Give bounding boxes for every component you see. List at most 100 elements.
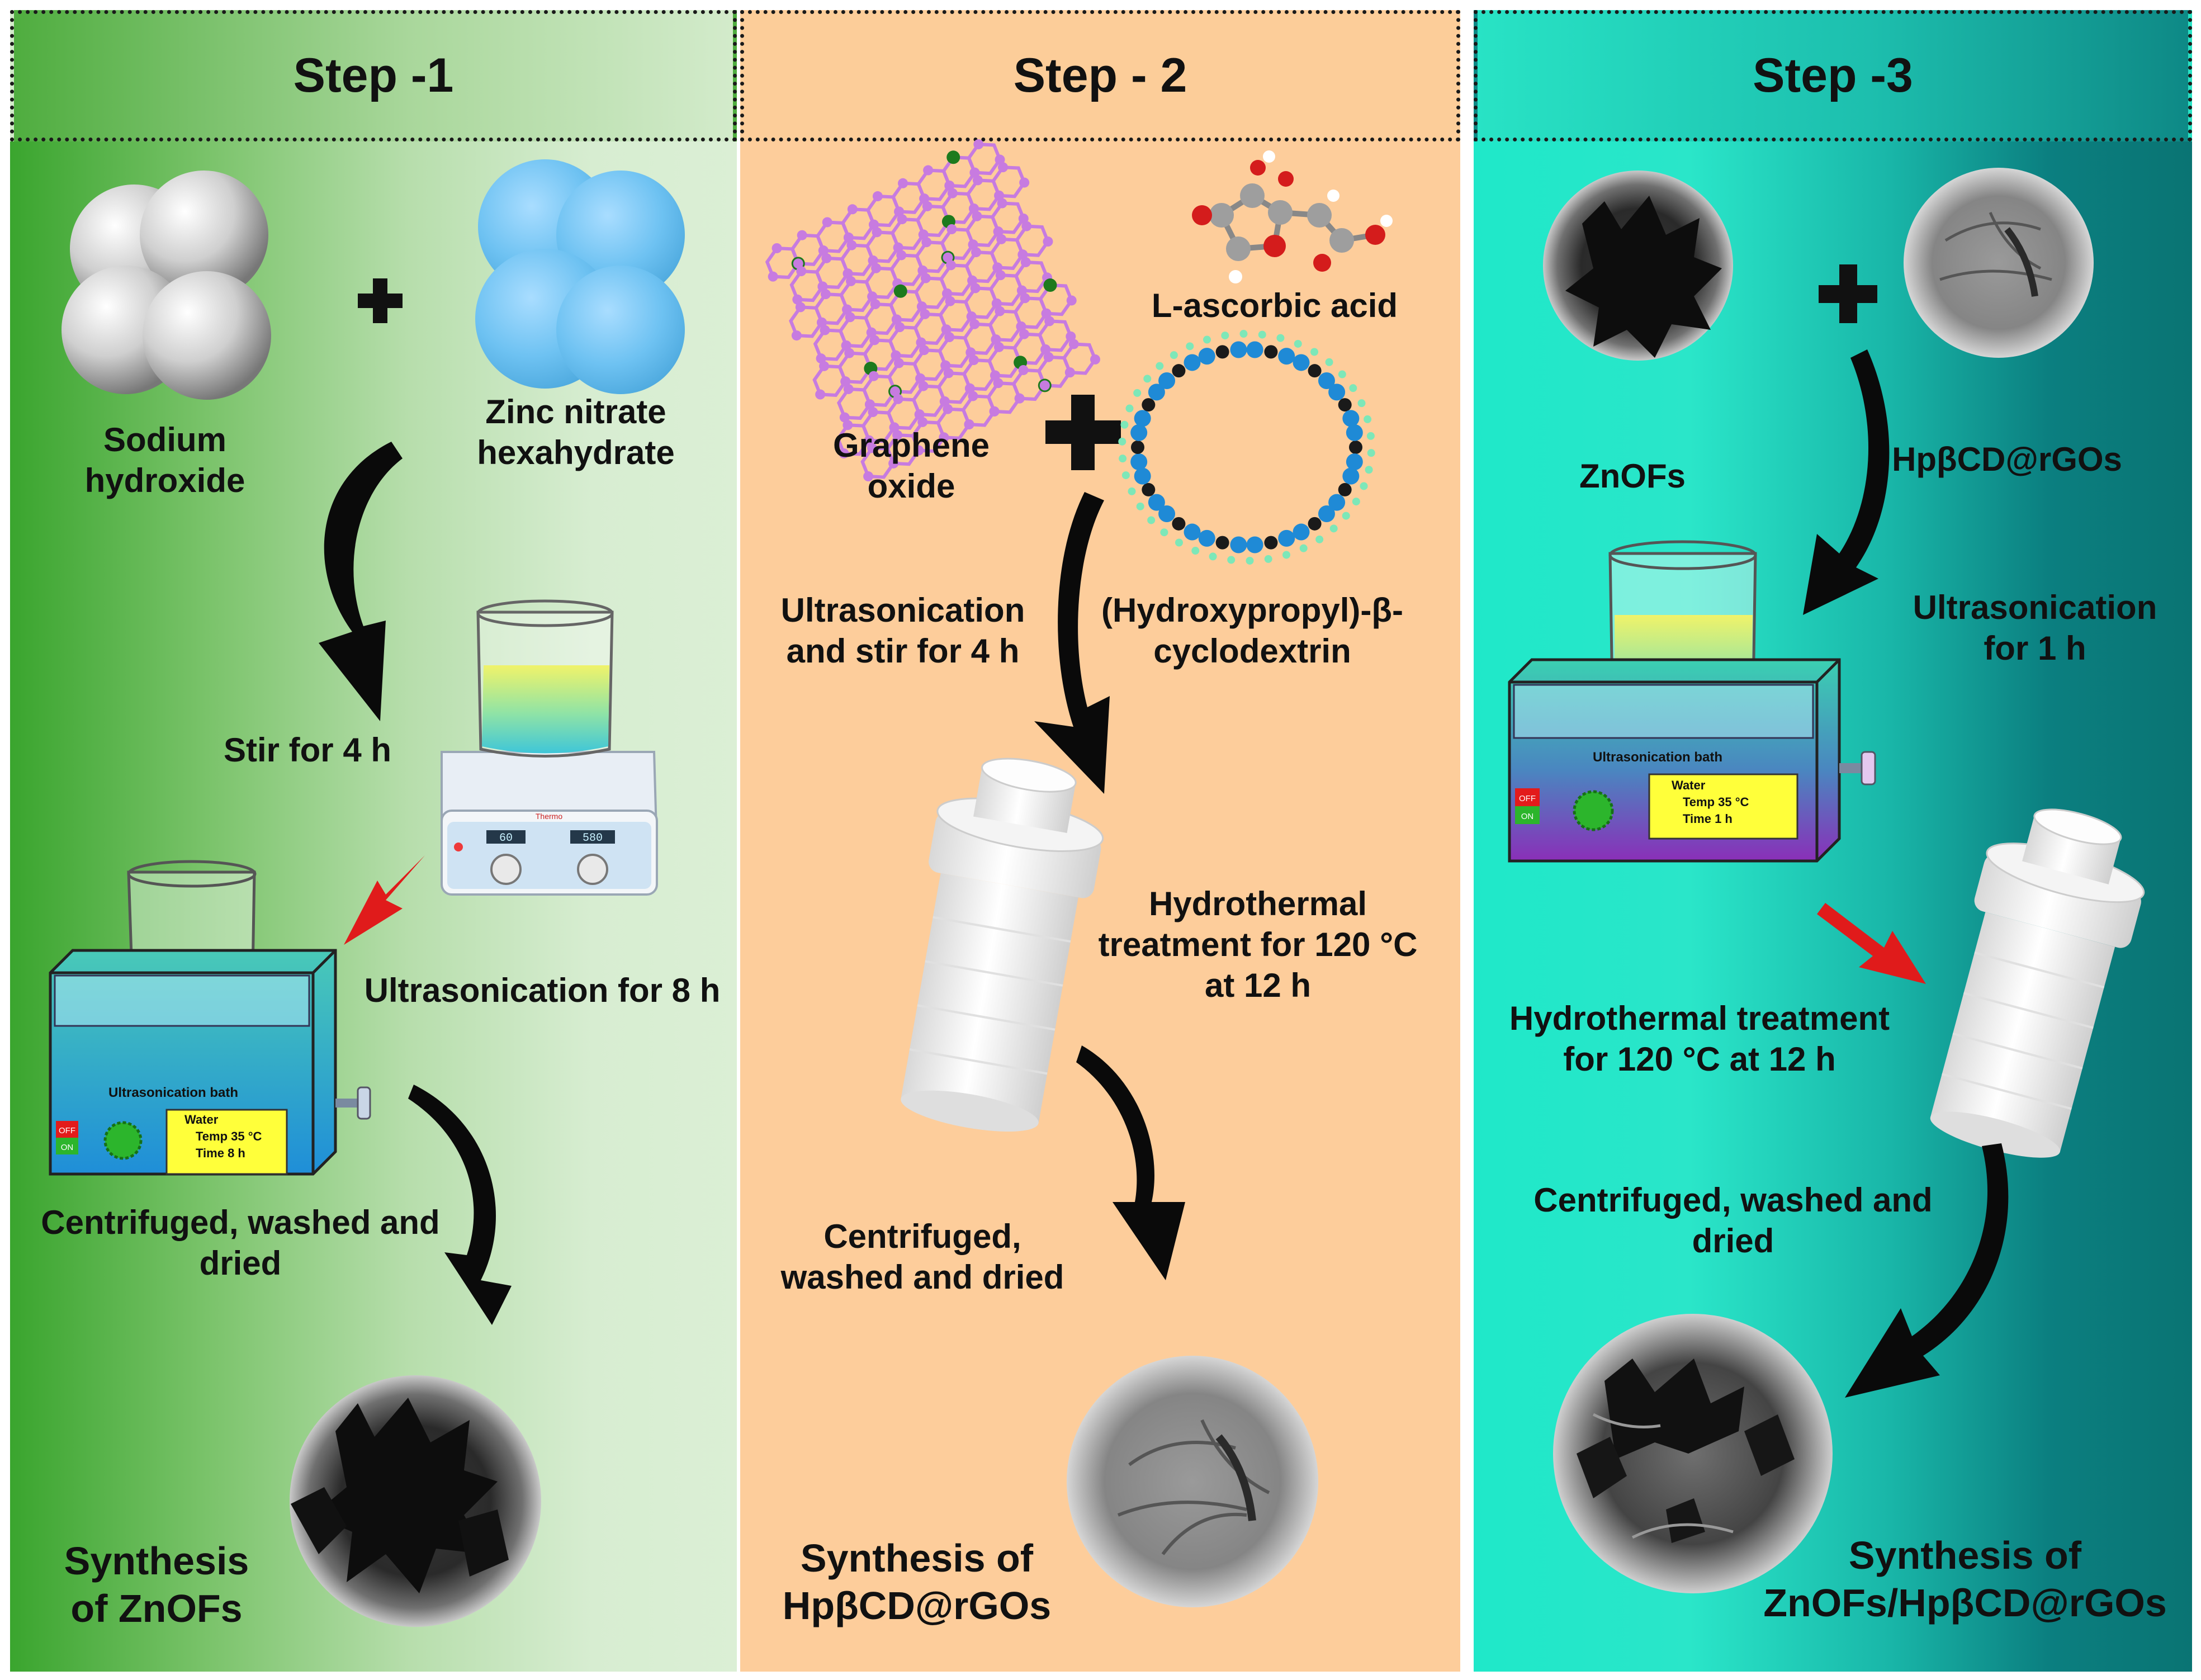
graphene-atom xyxy=(972,175,983,186)
cyclodextrin-hydrogen xyxy=(1209,552,1217,561)
graphene-atom xyxy=(818,245,829,256)
ultrasonication-8h-label: Ultrasonication for 8 h xyxy=(364,972,721,1009)
znofs-label: ZnOFs xyxy=(1579,457,1686,495)
graphene-atom xyxy=(939,432,949,443)
graphene-atom xyxy=(893,394,903,404)
graphene-atom xyxy=(1019,177,1030,188)
cyclodextrin-atom xyxy=(1328,384,1346,401)
cyclodextrin-hydrogen xyxy=(1136,502,1144,510)
cyclodextrin-hydrogen xyxy=(1264,555,1272,563)
graphene-atom xyxy=(1016,321,1026,332)
graphene-atom xyxy=(995,154,1005,165)
step1-header: Step -1 xyxy=(10,10,737,141)
graphene-bond xyxy=(1015,224,1050,257)
graphene-atom xyxy=(917,265,928,276)
graphene-atom xyxy=(866,327,877,338)
synthesis-hpbcd-rgos-label: Synthesis of HpβCD@rGOs xyxy=(782,1536,1052,1628)
centrifuged-label-1: Centrifuged, washed and dried xyxy=(41,1204,440,1283)
graphene-atom xyxy=(1017,249,1028,260)
stirrer-brand: Thermo xyxy=(536,812,562,821)
cyclodextrin-hydrogen xyxy=(1357,399,1366,408)
hpbcd-rgos-tem-image-small xyxy=(1904,168,2094,358)
cyclodextrin-hydrogen xyxy=(1133,389,1142,397)
znofs-hpbcd-rgos-tem-image xyxy=(1553,1314,1833,1593)
graphene-bond xyxy=(1014,260,1049,294)
cyclodextrin-hydrogen xyxy=(1120,420,1129,429)
cyclodextrin-hydrogen xyxy=(1352,498,1360,506)
graphene-atom xyxy=(944,332,955,342)
graphene-atom xyxy=(797,230,807,240)
graphene-atom xyxy=(792,294,803,305)
cyclodextrin-atom xyxy=(1142,398,1156,412)
cyclodextrin-hydrogen xyxy=(1203,335,1211,344)
graphene-atom xyxy=(847,204,858,215)
bath-temp-1: Temp 35 °C xyxy=(196,1129,262,1143)
cyclodextrin-atom xyxy=(1142,482,1156,496)
graphene-atom xyxy=(841,340,851,351)
graphene-atom xyxy=(768,271,778,282)
graphene-atom xyxy=(898,178,908,188)
step2-title: Step - 2 xyxy=(1013,49,1187,102)
graphene-atom xyxy=(890,386,901,397)
graphene-atom xyxy=(1066,331,1076,342)
stir-label: Stir for 4 h xyxy=(223,731,392,769)
cyclodextrin-hydrogen xyxy=(1125,404,1134,413)
cyclodextrin-atom xyxy=(1346,453,1363,471)
graphene-atom xyxy=(821,253,832,263)
graphene-atom xyxy=(1018,213,1029,224)
graphene-atom xyxy=(839,412,850,423)
graphene-atom xyxy=(1020,257,1031,267)
graphene-atom xyxy=(817,317,827,328)
cyclodextrin-hydrogen xyxy=(1310,348,1319,356)
graphene-atom xyxy=(815,389,826,400)
graphene-atom xyxy=(921,237,932,248)
graphene-atom xyxy=(872,227,882,238)
graphene-atom xyxy=(991,298,1002,309)
ultrasonication-1h-label: Ultrasonication for 1 h xyxy=(1913,589,2157,668)
graphene-atom xyxy=(945,296,955,306)
bath-water-3: Water xyxy=(1672,778,1706,792)
graphene-atom xyxy=(791,330,802,341)
graphene-atom xyxy=(968,204,979,214)
bath-time-3: Time 1 h xyxy=(1683,812,1733,826)
cyclodextrin-atom xyxy=(1134,410,1151,427)
graphene-atom xyxy=(922,201,933,211)
graphene-bond xyxy=(1062,342,1097,375)
graphene-atom xyxy=(820,289,831,300)
graphene-atom xyxy=(870,299,881,310)
switch-on-1: ON xyxy=(61,1143,74,1152)
cyclodextrin-atom xyxy=(1148,494,1165,511)
cyclodextrin-atom xyxy=(1293,354,1310,371)
graphene-oxide-lattice xyxy=(765,139,1100,482)
graphene-atom xyxy=(923,165,934,176)
cyclodextrin-atom xyxy=(1328,494,1346,511)
graphene-atom xyxy=(941,324,952,335)
graphene-atom xyxy=(868,407,878,418)
graphene-atom xyxy=(795,302,806,313)
graphene-atom xyxy=(893,242,903,253)
cyclodextrin-atom xyxy=(1215,536,1229,550)
graphene-atom xyxy=(939,396,950,407)
graphene-atom xyxy=(891,350,901,361)
graphene-atom xyxy=(967,275,978,286)
graphene-atom xyxy=(916,301,927,312)
graphene-atom xyxy=(920,309,930,319)
graphene-atom xyxy=(997,162,1008,173)
step2-header: Step - 2 xyxy=(740,10,1460,141)
graphene-oxide-label: Graphene oxide xyxy=(832,427,990,505)
cyclodextrin-hydrogen xyxy=(1282,551,1290,559)
graphene-atom xyxy=(1020,293,1030,304)
cyclodextrin-atom xyxy=(1318,505,1335,523)
cyclodextrin-atom xyxy=(1342,467,1360,485)
graphene-atom xyxy=(1041,308,1052,319)
hpbcd-rgos-tem-image xyxy=(1067,1356,1318,1607)
cyclodextrin-hydrogen xyxy=(1349,384,1357,392)
graphene-bond xyxy=(991,165,1026,198)
graphene-atom xyxy=(1068,339,1079,349)
hpbcd-rgos-label: HpβCD@rGOs xyxy=(1892,441,2122,478)
cyclodextrin-hydrogen xyxy=(1325,358,1333,366)
cyclodextrin-hydrogen xyxy=(1239,330,1248,338)
bath-label-3: Ultrasonication bath xyxy=(1593,750,1722,765)
graphene-atom xyxy=(864,399,875,410)
graphene-atom xyxy=(968,391,978,401)
